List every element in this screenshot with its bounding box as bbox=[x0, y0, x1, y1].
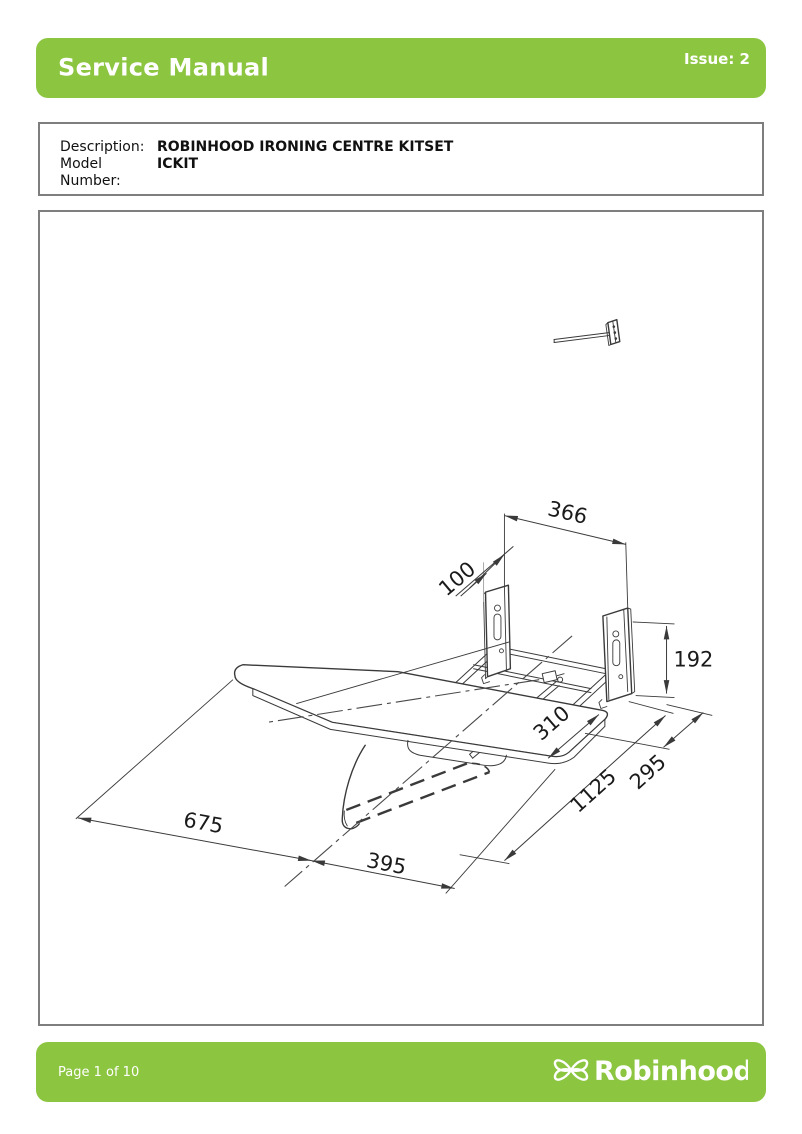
issue-badge: Issue: 2 bbox=[684, 50, 750, 68]
dim-366: 366 bbox=[503, 497, 629, 609]
board-axis-centerline bbox=[266, 679, 540, 723]
ironing-centre-isometric-drawing: 366 100 192 310 bbox=[75, 318, 713, 894]
folded-board-outline bbox=[341, 744, 491, 830]
dim-1125-label: 1125 bbox=[565, 764, 621, 817]
dim-675: 675 bbox=[75, 679, 312, 862]
product-info-box: Description: ROBINHOOD IRONING CENTRE KI… bbox=[38, 122, 764, 196]
robinhood-logo: Robinhood bbox=[552, 1051, 753, 1093]
header-bar: Service Manual Issue: 2 bbox=[36, 38, 766, 98]
page-number: Page 1 of 10 bbox=[58, 1065, 140, 1081]
board-underside-pad bbox=[407, 739, 507, 767]
page-title: Service Manual bbox=[58, 53, 270, 82]
dim-192: 192 bbox=[632, 621, 713, 699]
dim-366-label: 366 bbox=[546, 497, 590, 529]
model-number-label: Model Number: bbox=[60, 156, 121, 189]
swivel-centerline bbox=[284, 635, 573, 887]
swivel-pivot bbox=[541, 670, 565, 684]
dim-395-label: 395 bbox=[365, 848, 409, 879]
projection-line bbox=[296, 641, 510, 704]
description-row: Description: ROBINHOOD IRONING CENTRE KI… bbox=[60, 139, 762, 156]
description-label: Description: bbox=[60, 139, 145, 155]
dim-295-label: 295 bbox=[625, 750, 671, 795]
description-value: ROBINHOOD IRONING CENTRE KITSET bbox=[157, 139, 454, 155]
drawing-frame: 366 100 192 310 bbox=[38, 210, 764, 1026]
brand-wordmark: Robinhood bbox=[594, 1056, 748, 1087]
model-number-value: ICKIT bbox=[157, 156, 199, 172]
butterfly-icon bbox=[553, 1059, 589, 1081]
footer-bar: Page 1 of 10 Robinhood bbox=[36, 1042, 766, 1102]
wall-bracket-right bbox=[598, 607, 636, 709]
rod-and-bracket-part bbox=[553, 318, 621, 346]
product-info-rows: Description: ROBINHOOD IRONING CENTRE KI… bbox=[40, 124, 762, 190]
dim-675-label: 675 bbox=[182, 808, 226, 839]
dim-192-label: 192 bbox=[673, 648, 713, 672]
wall-bracket-left bbox=[481, 584, 512, 685]
model-number-row: Model Number: ICKIT bbox=[60, 156, 762, 190]
dim-100-label: 100 bbox=[434, 557, 480, 601]
